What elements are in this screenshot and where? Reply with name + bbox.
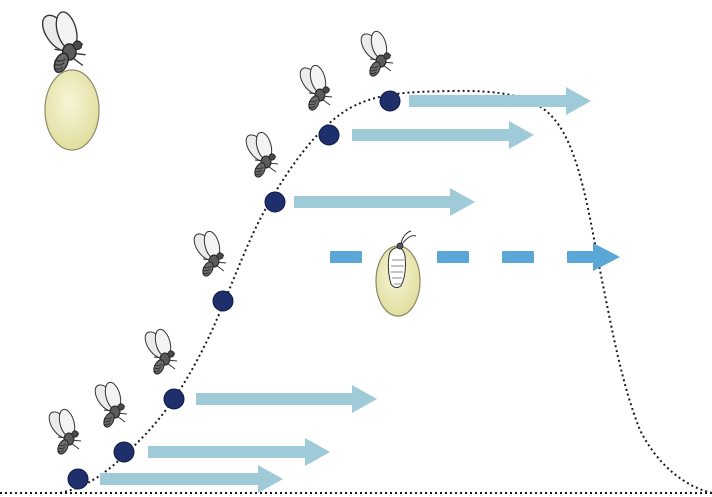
arrow-icon [409,87,591,115]
fly-icon [140,327,178,377]
egg-with-fly [36,9,100,151]
arrow-icon [352,121,534,149]
fly-icon [356,29,394,79]
fly-icon [189,229,227,279]
arrow-group [100,87,591,493]
fly-icon [90,380,128,430]
egg-icon [44,69,100,151]
fly-icon [44,407,82,457]
arrow-icon [148,438,330,466]
pupa-in-cocoon [375,230,421,317]
arrow-icon [196,385,377,413]
dot-icon [318,124,340,146]
dot-icon [212,290,234,312]
dot-icon [379,90,401,112]
fly-icon [36,9,87,76]
arrow-icon [100,465,283,493]
dashed-arrow [330,243,620,271]
dot-icon [113,441,135,463]
dot-icon [264,191,286,213]
arrow-icon [294,188,475,216]
fly-icon [241,130,279,180]
dot-icon [67,468,89,490]
dot-icon [163,388,185,410]
point-group [67,90,401,490]
fly-icon [295,63,333,113]
pupa-icon [387,230,417,289]
population-curve [59,89,712,494]
